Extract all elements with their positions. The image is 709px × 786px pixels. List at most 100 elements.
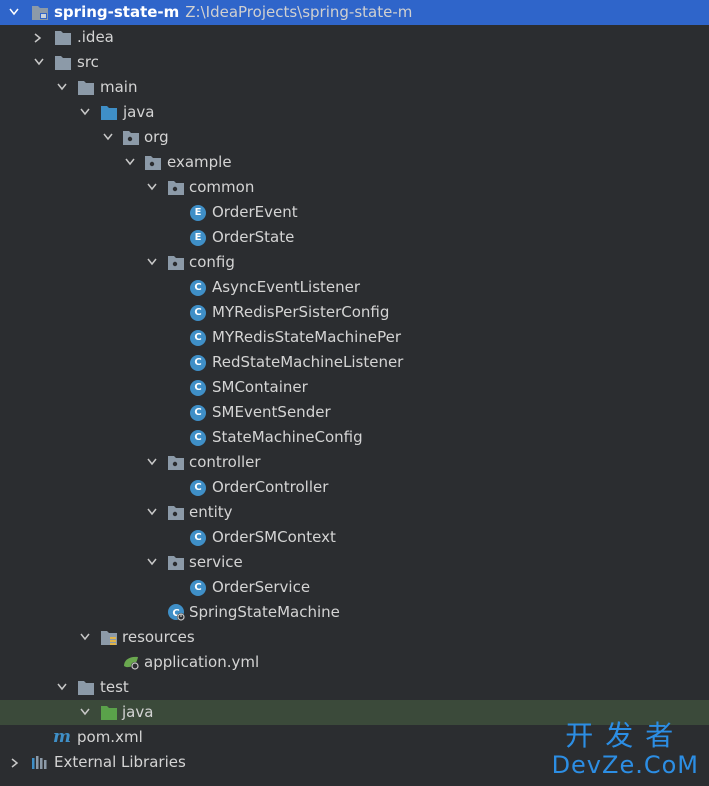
tree-row-main[interactable]: main <box>0 75 709 100</box>
tree-row-idea[interactable]: .idea <box>0 25 709 50</box>
tree-label: .idea <box>77 28 114 46</box>
chevron-down-icon[interactable] <box>122 150 138 175</box>
chevron-down-icon[interactable] <box>77 700 93 725</box>
resources-folder-icon <box>100 629 118 646</box>
chevron-right-icon[interactable] <box>8 750 24 775</box>
folder-icon <box>54 54 72 71</box>
tree-row-spring-state-machine[interactable]: C SpringStateMachine <box>0 600 709 625</box>
chevron-down-icon[interactable] <box>144 250 160 275</box>
tree-row-controller[interactable]: controller <box>0 450 709 475</box>
package-icon <box>167 454 185 471</box>
tree-label: RedStateMachineListener <box>212 353 404 371</box>
tree-row-example[interactable]: example <box>0 150 709 175</box>
chevron-down-icon[interactable] <box>77 100 93 125</box>
chevron-down-icon[interactable] <box>54 675 70 700</box>
class-icon: C <box>190 480 206 496</box>
enum-icon: E <box>190 230 206 246</box>
tree-row-pom[interactable]: m pom.xml <box>0 725 709 750</box>
chevron-down-icon[interactable] <box>144 550 160 575</box>
test-folder-icon <box>100 704 118 721</box>
tree-row-order-service[interactable]: C OrderService <box>0 575 709 600</box>
tree-label: MYRedisStateMachinePer <box>212 328 401 346</box>
tree-label: SpringStateMachine <box>189 603 340 621</box>
class-icon: C <box>190 530 206 546</box>
tree-row-my-redis-state-machine-per[interactable]: C MYRedisStateMachinePer <box>0 325 709 350</box>
module-folder-icon <box>31 4 49 21</box>
tree-row-entity[interactable]: entity <box>0 500 709 525</box>
spring-config-file-icon <box>122 654 140 671</box>
chevron-down-icon[interactable] <box>100 125 116 150</box>
libraries-icon <box>31 754 49 771</box>
tree-row-java[interactable]: java <box>0 100 709 125</box>
tree-row-external-libraries[interactable]: External Libraries <box>0 750 709 775</box>
enum-icon: E <box>190 205 206 221</box>
tree-label: resources <box>122 628 195 646</box>
tree-row-red-state-machine-listener[interactable]: C RedStateMachineListener <box>0 350 709 375</box>
tree-label: service <box>189 553 243 571</box>
chevron-down-icon[interactable] <box>31 50 47 75</box>
tree-row-test-java[interactable]: java <box>0 700 709 725</box>
tree-row-async-event-listener[interactable]: C AsyncEventListener <box>0 275 709 300</box>
tree-row-common[interactable]: common <box>0 175 709 200</box>
tree-label: SMEventSender <box>212 403 331 421</box>
tree-row-src[interactable]: src <box>0 50 709 75</box>
chevron-down-icon[interactable] <box>77 625 93 650</box>
chevron-down-icon[interactable] <box>144 500 160 525</box>
tree-label: OrderState <box>212 228 295 246</box>
watermark-bottom: DevZe.CoM <box>551 751 699 779</box>
tree-label: src <box>77 53 99 71</box>
package-icon <box>167 254 185 271</box>
tree-row-state-machine-config[interactable]: C StateMachineConfig <box>0 425 709 450</box>
tree-row-org[interactable]: org <box>0 125 709 150</box>
tree-label: SMContainer <box>212 378 308 396</box>
package-icon <box>122 129 140 146</box>
tree-label: common <box>189 178 255 196</box>
package-icon <box>167 504 185 521</box>
chevron-down-icon[interactable] <box>54 75 70 100</box>
tree-label: OrderEvent <box>212 203 298 221</box>
tree-label: controller <box>189 453 261 471</box>
tree-row-order-state[interactable]: E OrderState <box>0 225 709 250</box>
tree-row-order-controller[interactable]: C OrderController <box>0 475 709 500</box>
tree-label: application.yml <box>144 653 260 671</box>
tree-label: main <box>100 78 138 96</box>
tree-row-sm-event-sender[interactable]: C SMEventSender <box>0 400 709 425</box>
folder-icon <box>54 29 72 46</box>
class-icon: C <box>190 305 206 321</box>
tree-row-test[interactable]: test <box>0 675 709 700</box>
tree-label: org <box>144 128 169 146</box>
chevron-down-icon[interactable] <box>6 0 22 25</box>
class-icon: C <box>190 355 206 371</box>
tree-label: config <box>189 253 235 271</box>
class-icon: C <box>190 430 206 446</box>
chevron-down-icon[interactable] <box>144 175 160 200</box>
tree-row-my-redis-persister-config[interactable]: C MYRedisPerSisterConfig <box>0 300 709 325</box>
class-icon: C <box>190 380 206 396</box>
project-name: spring-state-m <box>54 3 180 21</box>
tree-row-order-sm-context[interactable]: C OrderSMContext <box>0 525 709 550</box>
tree-row-application-yml[interactable]: application.yml <box>0 650 709 675</box>
tree-row-resources[interactable]: resources <box>0 625 709 650</box>
watermark-top: 开发者 <box>565 719 686 752</box>
tree-label: example <box>167 153 232 171</box>
tree-row-project[interactable]: spring-state-m Z:\IdeaProjects\spring-sta… <box>0 0 709 25</box>
class-icon: C <box>190 580 206 596</box>
tree-label: pom.xml <box>77 728 143 746</box>
class-icon: C <box>190 280 206 296</box>
tree-label: MYRedisPerSisterConfig <box>212 303 390 321</box>
tree-row-order-event[interactable]: E OrderEvent <box>0 200 709 225</box>
tree-label: test <box>100 678 129 696</box>
class-icon: C <box>190 405 206 421</box>
chevron-right-icon[interactable] <box>31 25 47 50</box>
tree-row-config[interactable]: config <box>0 250 709 275</box>
class-icon: C <box>190 330 206 346</box>
chevron-down-icon[interactable] <box>144 450 160 475</box>
tree-label: OrderSMContext <box>212 528 336 546</box>
tree-row-sm-container[interactable]: C SMContainer <box>0 375 709 400</box>
tree-row-service[interactable]: service <box>0 550 709 575</box>
project-path: Z:\IdeaProjects\spring-state-m <box>185 3 413 21</box>
tree-label: java <box>123 103 155 121</box>
tree-label: java <box>122 703 154 721</box>
package-icon <box>167 179 185 196</box>
